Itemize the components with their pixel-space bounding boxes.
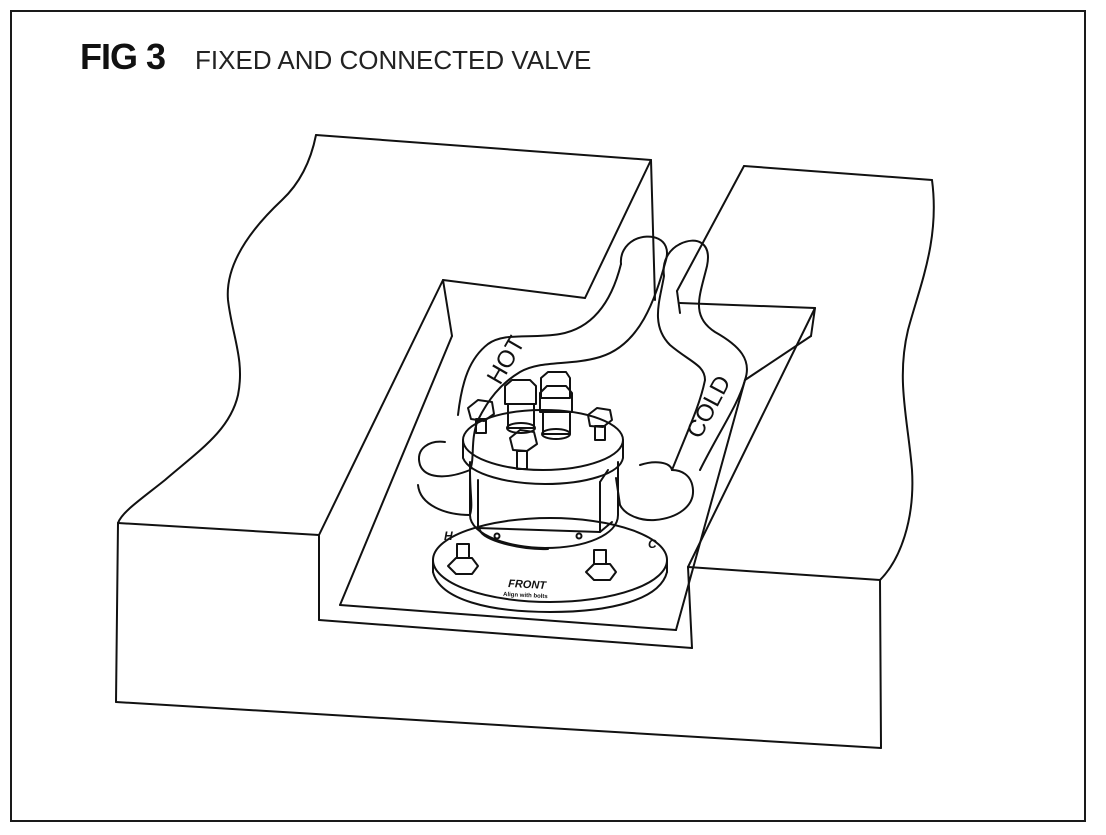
front-label: FRONT: [508, 578, 548, 592]
valve-flange: [432, 517, 668, 613]
flange-h-label: H: [444, 529, 453, 543]
figure-title: FIXED AND CONNECTED VALVE: [195, 45, 592, 75]
figure-number: FIG 3: [80, 36, 166, 77]
wall-recess: [318, 159, 816, 649]
wall-block: [115, 134, 935, 749]
figure-header: FIG 3 FIXED AND CONNECTED VALVE: [80, 36, 591, 78]
cold-label: COLD: [681, 371, 736, 443]
flange-c-label: C: [648, 537, 657, 551]
align-label: Align with bolts: [503, 592, 549, 600]
figure-frame: [10, 10, 1086, 822]
valve-bolts: [447, 371, 617, 581]
valve-body: [462, 409, 624, 551]
pipes: [417, 235, 748, 522]
